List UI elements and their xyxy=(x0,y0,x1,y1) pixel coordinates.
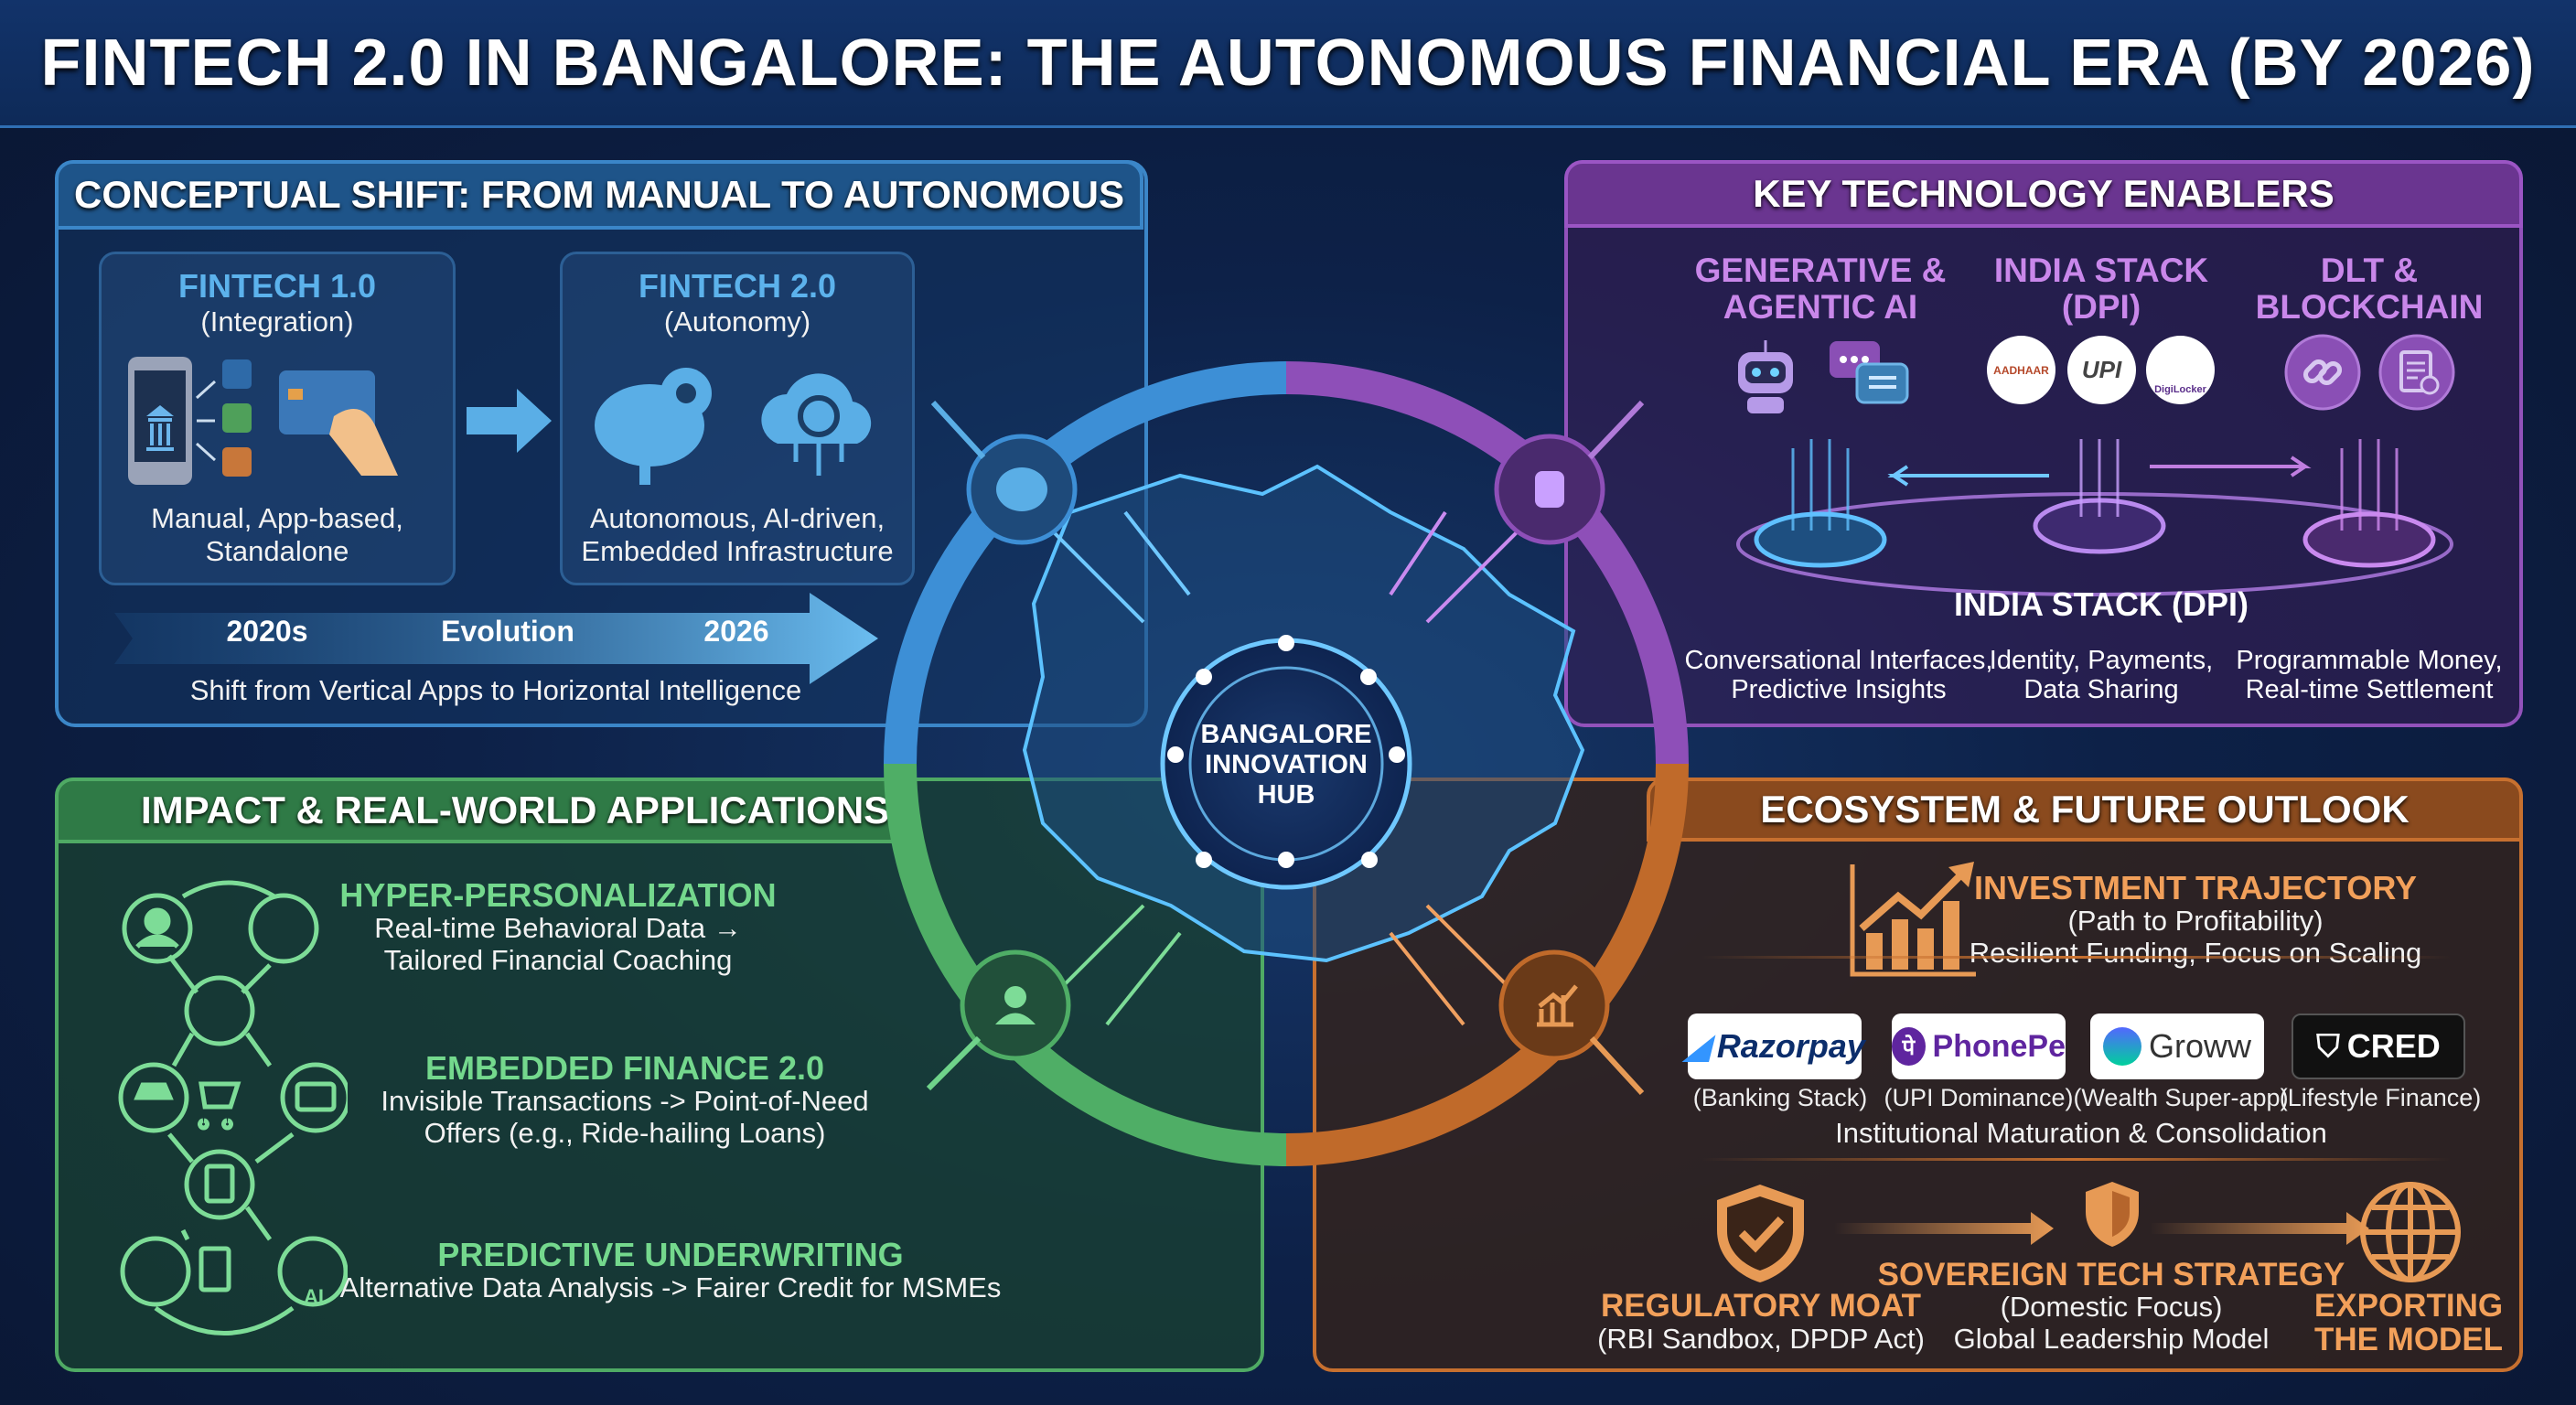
ai-badge: AI xyxy=(304,1285,324,1308)
impact-item-1-desc-line1: Real-time Behavioral Data → xyxy=(374,912,742,944)
page-title: FINTECH 2.0 IN BANGALORE: THE AUTONOMOUS… xyxy=(0,0,2576,128)
impact-item-2-title: EMBEDDED FINANCE 2.0 xyxy=(424,1049,825,1087)
enabler-indiastack-desc-line2: Data Sharing xyxy=(2023,675,2179,704)
arrow-right-icon xyxy=(467,389,552,453)
impact-item-3-desc: Alternative Data Analysis -> Fairer Cred… xyxy=(339,1271,1002,1303)
hub-label-line1: BANGALORE xyxy=(1200,720,1372,749)
groww-logo: Groww xyxy=(2090,1014,2264,1079)
fintech2-subtitle: (Autonomy) xyxy=(663,306,811,338)
impact-item-2-desc-line1: Invisible Transactions -> Point-of-Need xyxy=(381,1085,869,1117)
groww-caption: (Wealth Super-app) xyxy=(2073,1084,2289,1111)
phonepe-mark-icon: पे xyxy=(1892,1027,1926,1066)
chain-link-icon xyxy=(2284,334,2361,411)
enabler-dlt-desc-line1: Programmable Money, xyxy=(2236,646,2503,675)
outlook-exporting-title-line2: THE MODEL xyxy=(2313,1322,2504,1357)
fintech1-desc-line2: Standalone xyxy=(205,535,349,567)
robot-icon xyxy=(1738,340,1793,413)
outlook-sovereign-title: SOVEREIGN TECH STRATEGY xyxy=(1877,1257,2345,1292)
impact-item-1-desc-line2: Tailored Financial Coaching xyxy=(383,944,733,976)
conceptual-shift-header: CONCEPTUAL SHIFT: FROM MANUAL TO AUTONOM… xyxy=(55,160,1143,230)
companies-footer: Institutional Maturation & Consolidation xyxy=(1835,1117,2327,1149)
groww-mark-icon xyxy=(2102,1027,2141,1066)
digilocker-logo: DigiLocker xyxy=(2146,336,2215,404)
globe-icon xyxy=(2360,1182,2461,1282)
enabler-genai-title-line1: GENERATIVE & xyxy=(1694,252,1947,289)
chat-bubbles-icon xyxy=(1830,341,1909,404)
enabler-dlt-title-line2: BLOCKCHAIN xyxy=(2255,288,2484,326)
razorpay-logo: ◢Razorpay xyxy=(1684,1014,1865,1079)
investment-title: INVESTMENT TRAJECTORY xyxy=(1973,869,2418,906)
razorpay-caption: (Banking Stack) xyxy=(1692,1084,1868,1111)
impact-header: IMPACT & REAL-WORLD APPLICATIONS xyxy=(55,778,906,843)
razorpay-mark-icon: ◢ xyxy=(1684,1027,1710,1065)
cred-logo: ⛉CRED xyxy=(2292,1014,2465,1079)
impact-item-2-desc-line2: Offers (e.g., Ride-hailing Loans) xyxy=(424,1117,826,1149)
outlook-sovereign-desc-line2: Global Leadership Model xyxy=(1953,1323,2270,1355)
enabler-genai-desc-line2: Predictive Insights xyxy=(1731,675,1947,704)
cred-shield-icon: ⛉ xyxy=(2316,1028,2340,1064)
platform-label: INDIA STACK (DPI) xyxy=(1954,585,2249,623)
divider xyxy=(1701,956,2452,959)
mobile-banking-icon xyxy=(128,357,398,485)
ledger-document-icon xyxy=(2378,334,2455,411)
fintech2-desc-line1: Autonomous, AI-driven, xyxy=(589,502,886,534)
ecosystem-header: ECOSYSTEM & FUTURE OUTLOOK xyxy=(1647,778,2523,842)
brain-gear-icon xyxy=(595,368,712,485)
india-stack-platform xyxy=(1736,439,2453,596)
hub-label-line2: INNOVATION xyxy=(1205,750,1368,779)
divider xyxy=(1701,1158,2452,1161)
hub-label-line3: HUB xyxy=(1257,780,1315,810)
evolution-arrow xyxy=(114,593,878,684)
enabler-indiastack-title-line1: INDIA STACK xyxy=(1993,252,2209,289)
timeline-start: 2020s xyxy=(226,615,308,648)
cred-caption: (Lifestyle Finance) xyxy=(2279,1084,2482,1111)
enabler-dlt-title-line1: DLT & xyxy=(2320,252,2419,289)
enabler-genai-title-line2: AGENTIC AI xyxy=(1723,288,1918,326)
conceptual-shift-footer: Shift from Vertical Apps to Horizontal I… xyxy=(189,674,802,706)
progress-arrow-icon xyxy=(1834,1212,2054,1245)
timeline-middle: Evolution xyxy=(441,615,574,648)
ai-cloud-icon xyxy=(761,373,872,476)
investment-desc: Resilient Funding, Focus on Scaling xyxy=(1969,937,2422,969)
outlook-regulatory-title: REGULATORY MOAT xyxy=(1601,1288,1921,1324)
upi-logo: UPI xyxy=(2067,336,2136,404)
shield-check-icon xyxy=(1717,1185,1804,1282)
personalization-cycle-icons xyxy=(118,880,348,1335)
fintech1-desc-line1: Manual, App-based, xyxy=(151,502,403,534)
impact-item-3-title: PREDICTIVE UNDERWRITING xyxy=(437,1236,904,1273)
enabler-dlt-desc-line2: Real-time Settlement xyxy=(2245,675,2494,704)
outlook-sovereign-desc-line1: (Domestic Focus) xyxy=(2000,1291,2223,1323)
enabler-indiastack-title-line2: (DPI) xyxy=(2061,288,2141,326)
timeline-end: 2026 xyxy=(703,615,769,648)
phonepe-caption: (UPI Dominance) xyxy=(1884,1084,2074,1111)
enablers-panel xyxy=(1564,160,2523,727)
fintech2-title: FINTECH 2.0 xyxy=(638,267,837,305)
outlook-regulatory-desc: (RBI Sandbox, DPDP Act) xyxy=(1597,1323,1925,1355)
growth-chart-icon xyxy=(1850,862,1976,977)
fintech1-title: FINTECH 1.0 xyxy=(177,267,377,305)
fintech2-desc-line2: Embedded Infrastructure xyxy=(581,535,894,567)
fintech1-subtitle: (Integration) xyxy=(200,306,354,338)
aadhaar-logo: AADHAAR xyxy=(1987,336,2055,404)
enablers-header: KEY TECHNOLOGY ENABLERS xyxy=(1564,160,2523,228)
shield-icon xyxy=(2086,1182,2139,1247)
enabler-indiastack-desc-line1: Identity, Payments, xyxy=(1989,646,2214,675)
outlook-exporting-title-line1: EXPORTING xyxy=(2313,1288,2504,1324)
phonepe-logo: पेPhonePe xyxy=(1892,1014,2066,1079)
enabler-genai-desc-line1: Conversational Interfaces, xyxy=(1684,646,1993,675)
impact-item-1-title: HYPER-PERSONALIZATION xyxy=(339,876,777,914)
investment-subtitle: (Path to Profitability) xyxy=(2067,905,2324,937)
progress-arrow-icon xyxy=(2150,1212,2369,1245)
